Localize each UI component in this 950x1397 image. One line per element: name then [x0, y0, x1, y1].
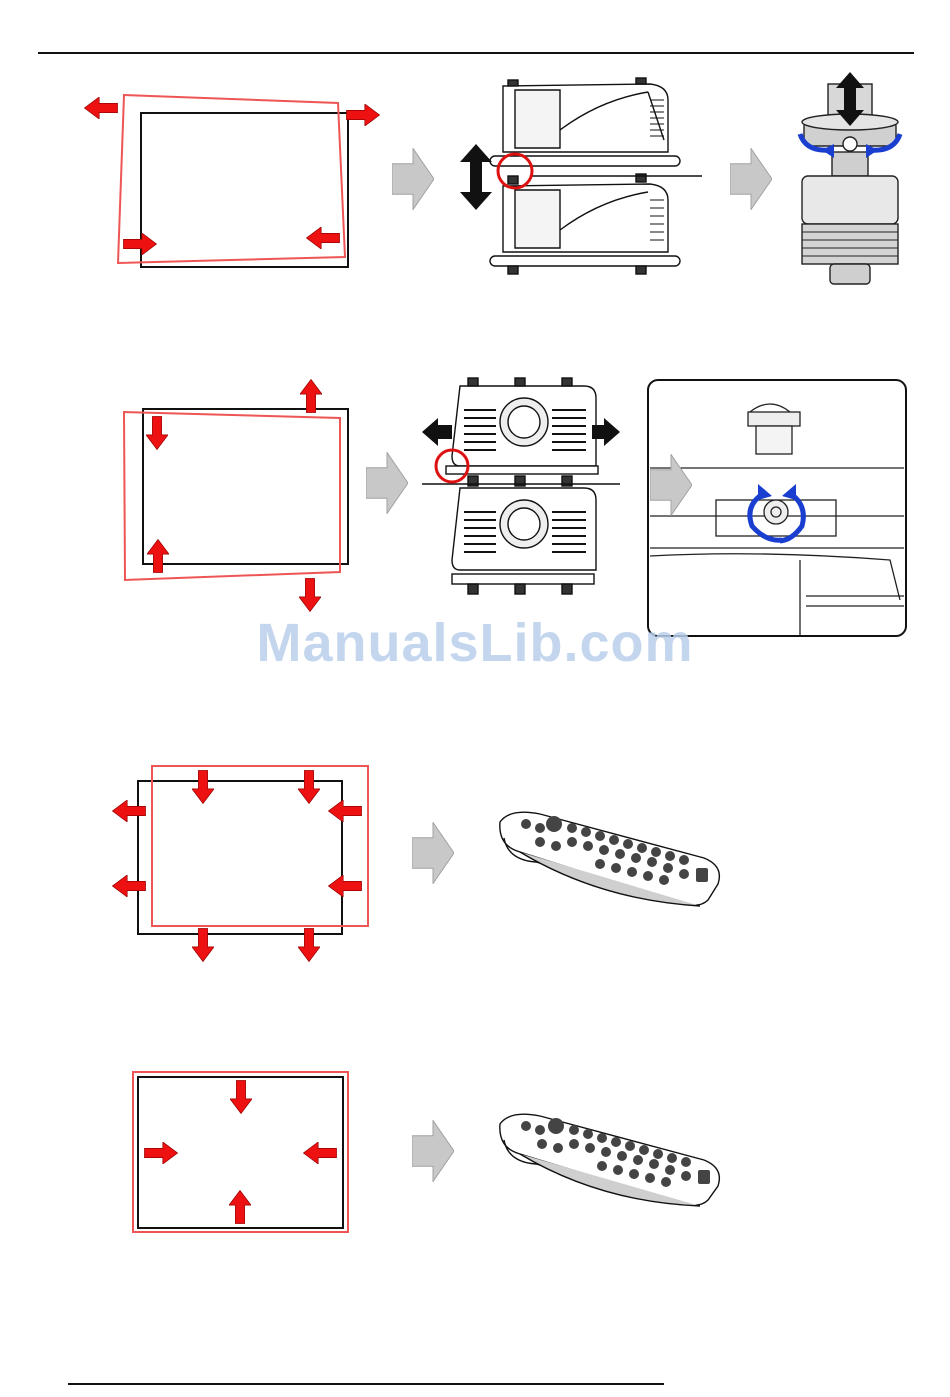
red-arrow-icon — [307, 227, 340, 249]
remote-control-illustration — [500, 1114, 720, 1206]
red-arrow-icon — [192, 771, 214, 804]
screen-frame — [143, 409, 348, 564]
red-arrow-icon — [113, 800, 146, 822]
red-arrow-icon — [304, 1142, 337, 1164]
watermark: ManualsLib.com — [0, 612, 950, 674]
red-arrow-icon — [300, 380, 322, 413]
red-arrow-icon — [230, 1081, 252, 1114]
projector-illustration — [446, 378, 598, 594]
red-arrow-icon — [347, 104, 380, 126]
black-arrow-icon — [422, 418, 452, 446]
red-arrow-icon — [229, 1191, 251, 1224]
red-arrow-icon — [145, 1142, 178, 1164]
red-arrow-icon — [147, 540, 169, 573]
remote-control-illustration — [500, 812, 720, 906]
gray-process-arrow-icon — [392, 148, 434, 209]
step1-diagram — [0, 60, 950, 300]
red-arrow-icon — [329, 875, 362, 897]
red-arrow-icon — [299, 579, 321, 612]
red-arrow-icon — [146, 417, 168, 450]
black-double-arrow-icon — [460, 144, 492, 210]
gray-process-arrow-icon — [412, 822, 454, 883]
screen-frame — [138, 781, 342, 934]
gray-process-arrow-icon — [730, 148, 772, 209]
red-arrow-icon — [113, 875, 146, 897]
red-arrow-icon — [85, 97, 118, 119]
step2-diagram — [0, 370, 950, 645]
footer-rule — [68, 1383, 664, 1385]
gray-process-arrow-icon — [412, 1120, 454, 1181]
step3-diagram — [0, 755, 950, 970]
red-arrow-icon — [329, 800, 362, 822]
header-rule — [38, 52, 914, 54]
red-arrow-icon — [298, 771, 320, 804]
gray-process-arrow-icon — [366, 452, 408, 513]
detail-callout-panel — [648, 380, 906, 636]
projected-image-outline — [152, 766, 368, 926]
step4-diagram — [0, 1060, 950, 1240]
